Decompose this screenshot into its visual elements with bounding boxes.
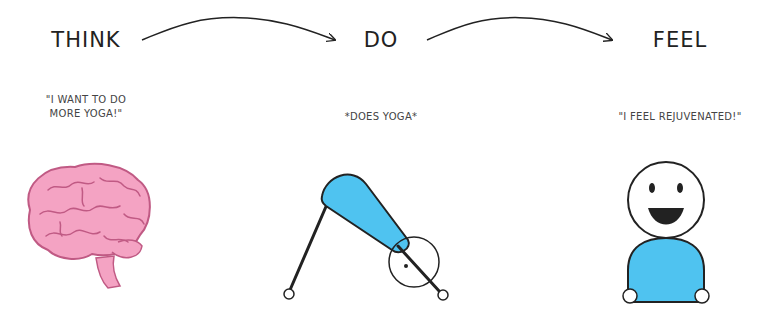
step-node: DO *DOES YOGA*: [335, 27, 427, 124]
step-quote: "I WANT TO DO MORE YOGA!": [30, 93, 142, 121]
yoga-hand: [438, 290, 448, 300]
yoga-foot: [284, 289, 294, 299]
brain-fold: [100, 178, 140, 196]
person-head: [628, 162, 704, 238]
brain-fold: [40, 206, 120, 214]
yoga-eye: [404, 264, 408, 268]
brain-shape: [28, 164, 149, 259]
brain-fold: [124, 214, 144, 224]
person-hand: [623, 289, 637, 303]
flow-arrow: [142, 18, 335, 40]
step-node: FEEL "I FEEL REJUVENATED!": [612, 27, 748, 124]
brain-folds: [40, 178, 144, 242]
step-heading: FEEL: [612, 27, 748, 53]
brain-illustration: [28, 164, 149, 288]
step-quote: "I FEEL REJUVENATED!": [612, 110, 748, 124]
brain-fold: [82, 188, 84, 206]
brain-stem: [96, 256, 120, 288]
happy-person: [623, 162, 709, 303]
brain-cerebellum: [112, 240, 142, 258]
person-smile: [648, 208, 684, 225]
person-hand: [695, 289, 709, 303]
brain-fold: [46, 230, 100, 236]
person-eye: [649, 183, 655, 193]
step-heading: DO: [335, 27, 427, 53]
step-node: THINK "I WANT TO DO MORE YOGA!": [30, 27, 142, 121]
person-body: [628, 238, 704, 302]
brain-fold: [48, 182, 94, 190]
person-eye: [677, 183, 683, 193]
brain-fold: [104, 236, 128, 242]
yoga-arm: [398, 246, 440, 292]
flow-arrow: [427, 18, 612, 40]
step-heading: THINK: [30, 27, 142, 53]
step-quote: *DOES YOGA*: [335, 110, 427, 124]
yoga-torso: [322, 175, 409, 252]
brain-fold: [60, 222, 62, 236]
yoga-figure: [284, 175, 448, 300]
